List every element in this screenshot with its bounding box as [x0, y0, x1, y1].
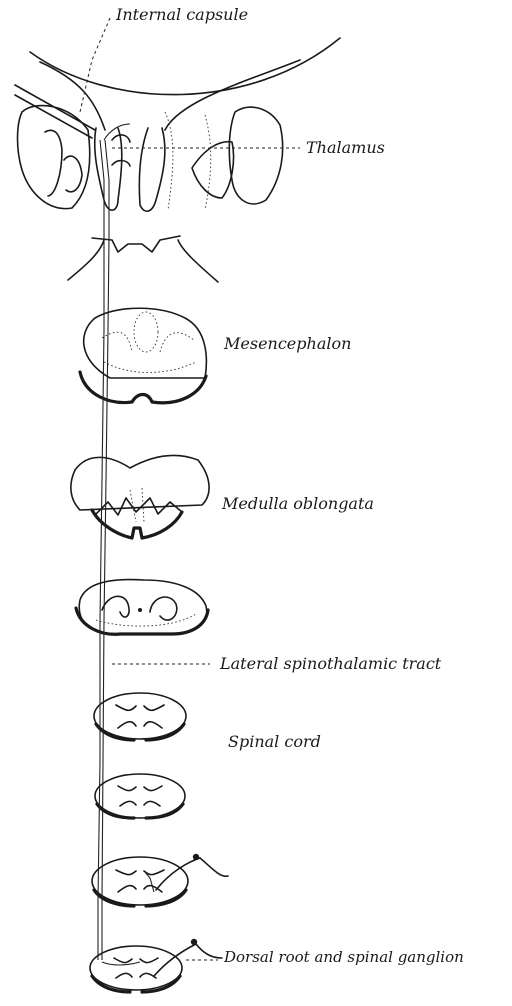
- lemniscus-dotted: [104, 362, 196, 373]
- third-ventricle-outline: [92, 236, 180, 252]
- right-lentiform-core: [192, 142, 234, 198]
- leader-internal-capsule: [80, 18, 110, 112]
- upper-cord-outline: [79, 580, 207, 634]
- right-thalamus: [139, 128, 165, 211]
- label-mesencephalon: Mesencephalon: [224, 336, 351, 352]
- medulla-section: [71, 455, 209, 538]
- tract-line-right: [102, 140, 109, 960]
- ventricle-arc: [30, 38, 340, 95]
- label-medulla-oblongata: Medulla oblongata: [222, 496, 374, 512]
- leader-lines: [80, 18, 300, 960]
- upper-cord-dotted: [96, 614, 196, 626]
- label-internal-capsule: Internal capsule: [116, 7, 248, 23]
- ascending-tract: [98, 124, 140, 965]
- diencephalon-right-wall: [178, 240, 218, 282]
- label-thalamus: Thalamus: [306, 140, 385, 156]
- label-lateral-spinothalamic-tract: Lateral spinothalamic tract: [220, 656, 441, 672]
- cord-segment-1-gray-matter: [116, 705, 164, 728]
- cord-segment-3-outline: [92, 857, 188, 905]
- cord-segment-4-outline: [90, 946, 182, 990]
- cord-segment-2: [95, 774, 185, 818]
- cord-segment-2-outline: [95, 774, 185, 818]
- spinal-ganglion-2: [191, 939, 197, 945]
- cord-segment-2-ventral-edge: [97, 804, 183, 818]
- peripheral-nerve-1: [200, 858, 228, 876]
- thalamus-dotted-2: [205, 115, 211, 210]
- peripheral-nerve-2: [196, 944, 222, 958]
- aqueduct-dotted: [134, 312, 158, 352]
- diencephalon-section: [68, 236, 218, 282]
- right-lentiform: [229, 107, 282, 204]
- upper-cord-section: [76, 580, 208, 635]
- tract-termination: [104, 124, 130, 140]
- mesencephalon-nuclei-dotted: [102, 332, 194, 352]
- mesencephalon-outline: [84, 308, 207, 378]
- cord-segment-3: [92, 854, 228, 906]
- left-ventricle-wall: [40, 62, 105, 130]
- cord-segment-4: [90, 939, 222, 992]
- cerebral-peduncles: [80, 372, 206, 403]
- label-spinal-cord: Spinal cord: [228, 734, 321, 750]
- cord-segment-2-gray-matter: [118, 786, 162, 806]
- mesencephalon-section: [80, 308, 206, 403]
- diencephalon-left-wall: [68, 240, 104, 280]
- cord-segment-1: [94, 693, 186, 740]
- left-lentiform-inner: [45, 130, 62, 196]
- cord-segment-1-ventral-edge: [96, 724, 184, 740]
- medulla-outline: [71, 455, 209, 510]
- label-dorsal-root-and-spinal-ganglion: Dorsal root and spinal ganglion: [224, 950, 464, 965]
- spinal-ganglion-1: [193, 854, 199, 860]
- tract-line-left: [98, 140, 104, 960]
- upper-cord-ventral-edge: [76, 608, 208, 634]
- upper-cord-canal: [138, 608, 142, 612]
- cord-segment-1-outline: [94, 693, 186, 739]
- left-lentiform-core: [64, 156, 82, 192]
- forebrain-section: [15, 38, 340, 211]
- dorsal-root-1: [156, 858, 200, 890]
- cord-segment-4-gray-matter: [114, 958, 158, 978]
